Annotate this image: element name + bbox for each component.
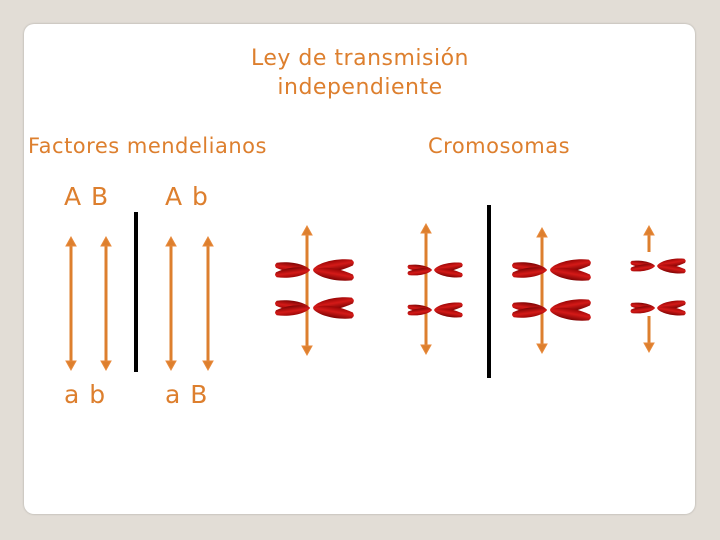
- chromosome-small-2a: [407, 260, 464, 280]
- allele-label-ab: a b: [64, 380, 107, 409]
- chromosome-small-2b: [407, 300, 464, 320]
- factor-arrow-2: [100, 235, 112, 372]
- title-line-1: Ley de transmisión: [251, 46, 469, 71]
- chromosome-small-4a: [630, 256, 687, 276]
- factor-arrow-4: [202, 235, 214, 372]
- slide-title: Ley de transmisión independiente: [0, 44, 720, 102]
- chromosome-large-3b: [511, 296, 592, 324]
- allele-label-AB: A B: [64, 182, 110, 211]
- factor-arrow-1: [65, 235, 77, 372]
- factor-arrow-3: [165, 235, 177, 372]
- title-line-2: independiente: [277, 75, 443, 100]
- chromosome-arrow-4-bottom: [643, 316, 655, 354]
- chromosome-large-1a: [274, 256, 355, 284]
- allele-label-aB: a B: [165, 380, 209, 409]
- heading-factores: Factores mendelianos: [28, 134, 267, 158]
- chromosome-arrow-4-top: [643, 224, 655, 252]
- chromosome-large-1b: [274, 294, 355, 322]
- allele-label-Ab: A b: [165, 182, 209, 211]
- chromosome-large-3a: [511, 256, 592, 284]
- chromosome-small-4b: [630, 298, 687, 318]
- chromosome-arrow-2: [420, 222, 432, 356]
- chromosome-arrow-1: [301, 224, 313, 357]
- heading-cromosomas: Cromosomas: [428, 134, 571, 158]
- chromosome-arrow-3: [536, 226, 548, 355]
